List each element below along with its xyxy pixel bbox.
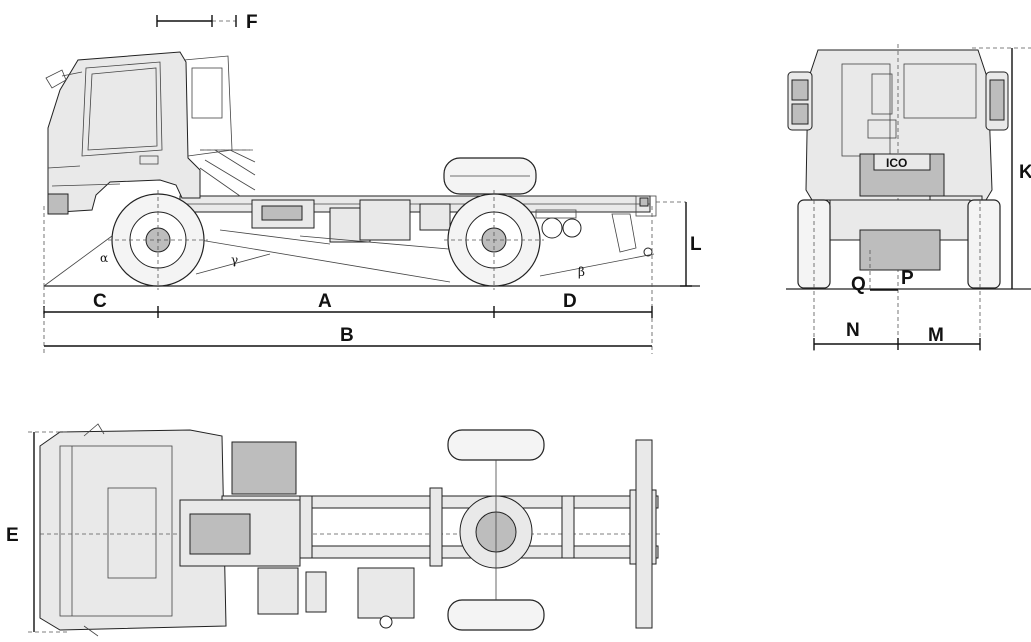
- cab: [45, 51, 256, 215]
- dimension-f: F: [156, 12, 258, 33]
- dimension-e: E: [6, 431, 68, 633]
- spare-tyre: [443, 157, 537, 195]
- dimension-n-m: N M: [813, 320, 981, 350]
- approach-angle-line: [43, 235, 113, 287]
- angle-beta-label: β: [578, 265, 585, 279]
- rear-wheel: [444, 190, 544, 290]
- dimension-c-a-d: C A D: [43, 291, 653, 318]
- dim-label-c: C: [93, 291, 107, 312]
- dim-label-k: K: [1019, 162, 1031, 183]
- dim-label-d: D: [563, 291, 577, 312]
- dim-label-l: L: [690, 234, 702, 255]
- dim-label-q: Q: [851, 274, 866, 295]
- dim-label-n: N: [846, 320, 860, 341]
- front-wheel: [108, 190, 208, 290]
- front-view: ICO K Q P N M: [786, 44, 1031, 352]
- chassis-equipment: [199, 199, 653, 283]
- dim-label-b: B: [340, 325, 354, 346]
- dimension-b: B: [43, 286, 652, 354]
- top-view: E: [6, 423, 660, 637]
- departure-angle-line: [539, 253, 655, 277]
- chassis-frame: [179, 195, 657, 217]
- front-grille-logo: ICO: [886, 156, 907, 170]
- dimension-k: K: [972, 47, 1031, 289]
- angle-gamma-label: γ: [231, 253, 238, 267]
- dim-label-f: F: [246, 12, 258, 33]
- breakover-line: [195, 253, 271, 275]
- side-view: α γ β F L C A D: [43, 12, 702, 354]
- angle-alpha-label: α: [100, 251, 108, 265]
- dim-label-m: M: [928, 325, 944, 346]
- dimension-l: L: [656, 201, 702, 287]
- dim-label-e: E: [6, 525, 19, 546]
- dim-label-a: A: [318, 291, 332, 312]
- dim-label-p: P: [901, 268, 914, 289]
